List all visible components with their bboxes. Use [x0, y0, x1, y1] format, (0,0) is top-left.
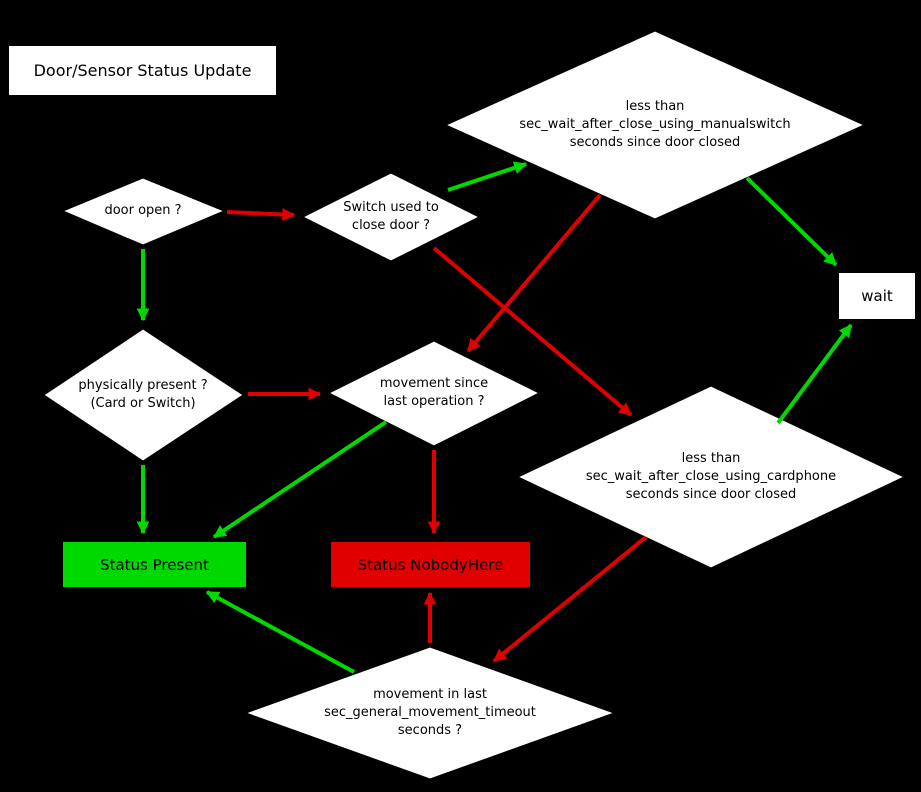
wait-manualswitch-label: less than sec_wait_after_close_using_man…	[519, 99, 791, 150]
status-nobodyhere-node: Status NobodyHere	[330, 541, 531, 588]
status-present-node: Status Present	[62, 541, 247, 588]
edge-door-open-to-switch-used	[226, 207, 296, 221]
switch-used-diamond	[301, 172, 481, 262]
door-open-diamond	[61, 177, 226, 246]
movement-since-diamond	[327, 340, 541, 447]
wait-cardphone-label: less than sec_wait_after_close_using_car…	[585, 451, 837, 502]
edge-wait-cardphone-to-movement-timeout	[492, 535, 648, 663]
wait-manualswitch-diamond	[444, 30, 866, 220]
movement-timeout-diamond	[244, 646, 616, 780]
door-open-label: door open ?	[104, 203, 182, 219]
wait-cardphone-diamond	[516, 385, 906, 569]
edge-movement-timeout-to-status-present	[205, 590, 355, 674]
switch-used-label: Switch used to close door ?	[343, 200, 439, 233]
movement-timeout-label: movement in last sec_general_movement_ti…	[324, 687, 536, 738]
edge-switch-used-to-wait-manualswitch	[447, 161, 528, 192]
edge-wait-manualswitch-to-movement-since	[466, 193, 602, 353]
page-title: Door/Sensor Status Update	[8, 45, 277, 96]
edge-switch-used-to-wait-cardphone	[432, 246, 633, 417]
edge-wait-cardphone-to-wait	[776, 323, 853, 425]
movement-since-label: movement since last operation ?	[379, 376, 489, 409]
physically-present-label: physically present ? (Card or Switch)	[78, 378, 208, 411]
wait-node: wait	[838, 272, 916, 320]
edge-movement-since-to-status-present	[212, 420, 388, 539]
physically-present-diamond	[43, 328, 244, 462]
edge-wait-manualswitch-to-wait	[745, 176, 838, 267]
